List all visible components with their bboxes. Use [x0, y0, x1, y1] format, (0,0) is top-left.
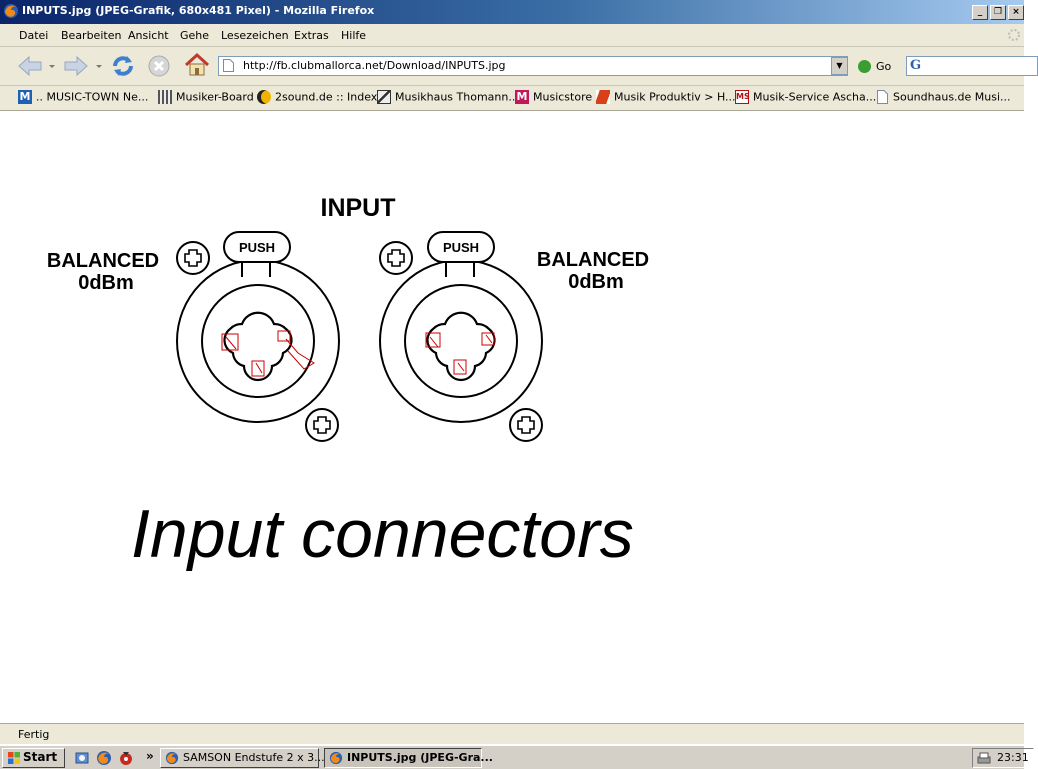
- right-xlr-combo-connector: [379, 259, 543, 423]
- forward-dropdown-icon[interactable]: [94, 61, 104, 71]
- menu-bar: Datei Bearbeiten Ansicht Gehe Lesezeiche…: [0, 24, 1024, 47]
- go-button[interactable]: Go: [858, 59, 891, 75]
- menu-extras[interactable]: Extras: [294, 29, 329, 42]
- go-arrow-icon: [858, 59, 871, 73]
- firefox-icon: [4, 4, 18, 18]
- right-top-screw-icon: [379, 241, 413, 275]
- windows-logo-icon: [8, 752, 20, 764]
- thomann-icon: [377, 90, 391, 104]
- bookmark-soundhaus[interactable]: Soundhaus.de Musi...: [875, 90, 1011, 106]
- menu-datei[interactable]: Datei: [19, 29, 49, 42]
- musicstore-icon: M: [515, 90, 529, 104]
- start-label: Start: [23, 750, 58, 764]
- page-icon: [223, 59, 234, 72]
- musiker-board-icon: [158, 90, 172, 104]
- left-level-label: 0dBm: [78, 272, 134, 294]
- stop-icon[interactable]: [147, 54, 171, 78]
- bookmark-2sound[interactable]: 2sound.de :: Index: [257, 90, 377, 106]
- left-push-label: PUSH: [239, 240, 275, 255]
- navigation-toolbar: http://fb.clubmallorca.net/Download/INPU…: [0, 47, 1038, 86]
- left-balanced-label: BALANCED: [47, 250, 159, 272]
- media-player-icon[interactable]: [118, 750, 134, 766]
- firefox-icon: [329, 751, 343, 765]
- left-top-screw-icon: [176, 241, 210, 275]
- url-bar[interactable]: http://fb.clubmallorca.net/Download/INPU…: [218, 56, 848, 76]
- bookmark-musiker-board[interactable]: Musiker-Board: [158, 90, 254, 106]
- printer-tray-icon[interactable]: [977, 751, 991, 765]
- taskbar: Start » SAMSON Endstufe 2 x 3... INPUTS.…: [0, 745, 1034, 769]
- restore-button[interactable]: ❐: [990, 5, 1006, 20]
- start-button[interactable]: Start: [2, 748, 65, 768]
- bookmark-music-town[interactable]: M.. MUSIC-TOWN Ne...: [18, 90, 149, 104]
- left-xlr-combo-connector: [176, 259, 340, 423]
- menu-bearbeiten[interactable]: Bearbeiten: [61, 29, 122, 42]
- clock: 23:31: [997, 751, 1029, 764]
- status-bar: Fertig: [0, 723, 1024, 744]
- quicklaunch-overflow[interactable]: »: [146, 749, 154, 763]
- search-input[interactable]: G: [906, 56, 1038, 76]
- home-icon[interactable]: [183, 52, 211, 78]
- back-arrow-icon[interactable]: [17, 55, 43, 77]
- menu-gehe[interactable]: Gehe: [180, 29, 210, 42]
- window-title: INPUTS.jpg (JPEG-Grafik, 680x481 Pixel) …: [22, 4, 375, 17]
- bookmark-thomann[interactable]: Musikhaus Thomann...: [377, 90, 519, 106]
- bookmarks-toolbar: M.. MUSIC-TOWN Ne... Musiker-Board 2soun…: [0, 86, 1024, 111]
- right-bottom-screw-icon: [509, 408, 543, 442]
- back-dropdown-icon[interactable]: [47, 61, 57, 71]
- reload-icon[interactable]: [110, 53, 136, 79]
- firefox-icon: [165, 751, 179, 765]
- right-red-annotations: [425, 332, 495, 375]
- music-town-icon: M: [18, 90, 32, 104]
- caption: Input connectors: [131, 496, 634, 572]
- image-viewport: INPUT BALANCED 0dBm BALANCED 0dBm PUSH: [0, 111, 1024, 722]
- left-red-annotations: [221, 330, 315, 377]
- close-button[interactable]: ×: [1008, 5, 1024, 20]
- bookmark-musik-produktiv[interactable]: Musik Produktiv > H...: [596, 90, 736, 106]
- right-level-label: 0dBm: [568, 271, 624, 293]
- show-desktop-icon[interactable]: [74, 750, 90, 766]
- right-balanced-label: BALANCED: [537, 249, 649, 271]
- system-tray: 23:31: [972, 748, 1034, 768]
- minimize-button[interactable]: _: [972, 5, 988, 20]
- forward-arrow-icon[interactable]: [63, 55, 89, 77]
- menu-hilfe[interactable]: Hilfe: [341, 29, 367, 42]
- menu-ansicht[interactable]: Ansicht: [128, 29, 169, 42]
- connector-image: INPUT BALANCED 0dBm BALANCED 0dBm PUSH: [47, 194, 649, 572]
- url-dropdown-button[interactable]: ▼: [831, 57, 848, 75]
- status-text: Fertig: [18, 728, 50, 741]
- firefox-quicklaunch-icon[interactable]: [96, 750, 112, 766]
- page-icon: [877, 90, 888, 104]
- left-bottom-screw-icon: [305, 408, 339, 442]
- 2sound-icon: [257, 90, 271, 104]
- taskbar-item-samson[interactable]: SAMSON Endstufe 2 x 3...: [160, 748, 325, 768]
- url-text: http://fb.clubmallorca.net/Download/INPU…: [243, 59, 506, 72]
- right-push-label: PUSH: [443, 240, 479, 255]
- throbber-icon: [1008, 29, 1020, 41]
- window-titlebar[interactable]: INPUTS.jpg (JPEG-Grafik, 680x481 Pixel) …: [0, 0, 1024, 24]
- musik-service-icon: MS: [735, 90, 750, 104]
- go-label: Go: [876, 59, 892, 73]
- right-push-tab: PUSH: [427, 231, 495, 263]
- google-g-icon: G: [910, 58, 922, 73]
- menu-lesezeichen[interactable]: Lesezeichen: [221, 29, 289, 42]
- input-heading: INPUT: [321, 194, 396, 222]
- musik-produktiv-icon: [596, 90, 610, 104]
- left-push-tab: PUSH: [223, 231, 291, 263]
- taskbar-item-inputs[interactable]: INPUTS.jpg (JPEG-Gra...: [324, 748, 493, 768]
